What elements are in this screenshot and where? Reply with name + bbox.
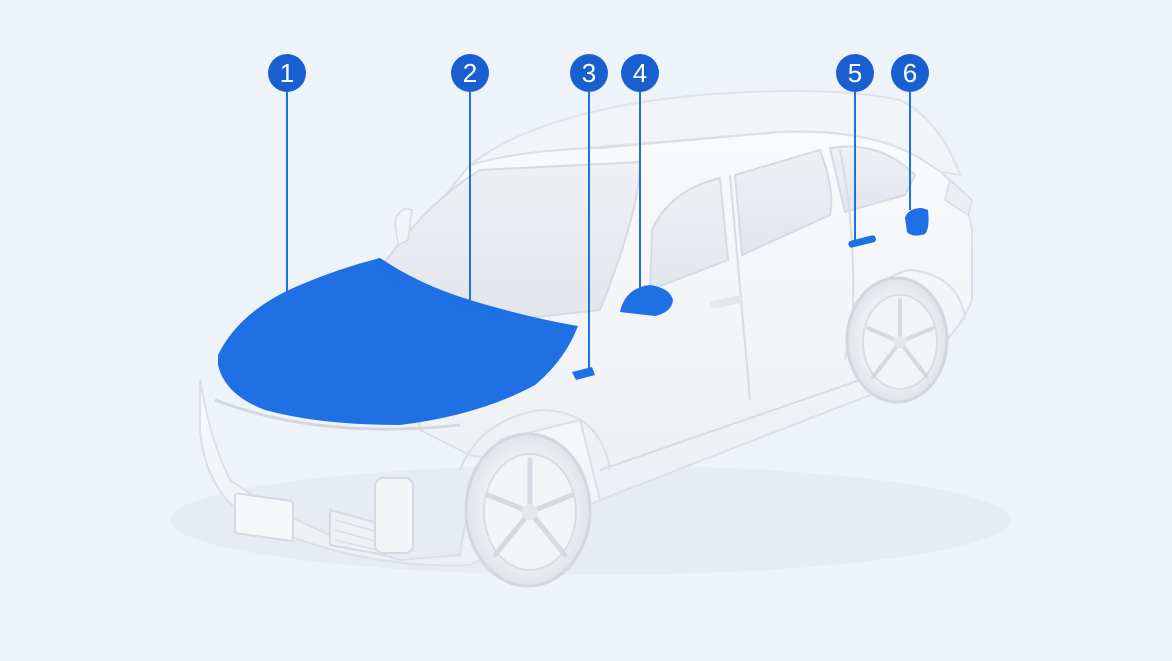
callout-label-6: 6: [903, 58, 917, 88]
front-wheel: [464, 432, 592, 588]
callout-badge-1[interactable]: 1: [268, 54, 306, 92]
tail-lamp: [944, 178, 973, 217]
front-fender: [459, 408, 611, 471]
callout-label-2: 2: [463, 58, 477, 88]
callout-badge-2[interactable]: 2: [451, 54, 489, 92]
front-side-window: [648, 176, 730, 292]
rear-wheel: [845, 276, 949, 404]
rear-door-handle-highlight[interactable]: [848, 235, 877, 249]
fender-sensor-highlight[interactable]: [572, 367, 595, 380]
wiper-highlight[interactable]: [375, 258, 505, 315]
vehicle-body: [199, 90, 973, 567]
lower-grille: [329, 508, 386, 557]
rear-side-window: [733, 148, 833, 257]
side-mirror-highlight[interactable]: [620, 285, 673, 316]
front-door-line: [729, 174, 751, 401]
far-side-mirror: [394, 208, 413, 247]
charge-port-highlight[interactable]: [905, 208, 929, 236]
fog-light: [374, 477, 414, 554]
callout-badge-5[interactable]: 5: [836, 54, 874, 92]
callout-badge-4[interactable]: 4: [621, 54, 659, 92]
sill-line: [599, 379, 861, 471]
callout-label-4: 4: [633, 58, 647, 88]
callout-label-3: 3: [582, 58, 596, 88]
callout-label-5: 5: [848, 58, 862, 88]
license-plate: [234, 492, 294, 542]
highlighted-parts: [218, 208, 929, 425]
callouts: [286, 92, 911, 370]
callout-badge-6[interactable]: 6: [891, 54, 929, 92]
front-door-handle: [710, 295, 742, 309]
callout-label-1: 1: [280, 58, 294, 88]
light-bar: [214, 398, 461, 431]
hood-highlight[interactable]: [218, 258, 578, 425]
callout-badge-3[interactable]: 3: [570, 54, 608, 92]
